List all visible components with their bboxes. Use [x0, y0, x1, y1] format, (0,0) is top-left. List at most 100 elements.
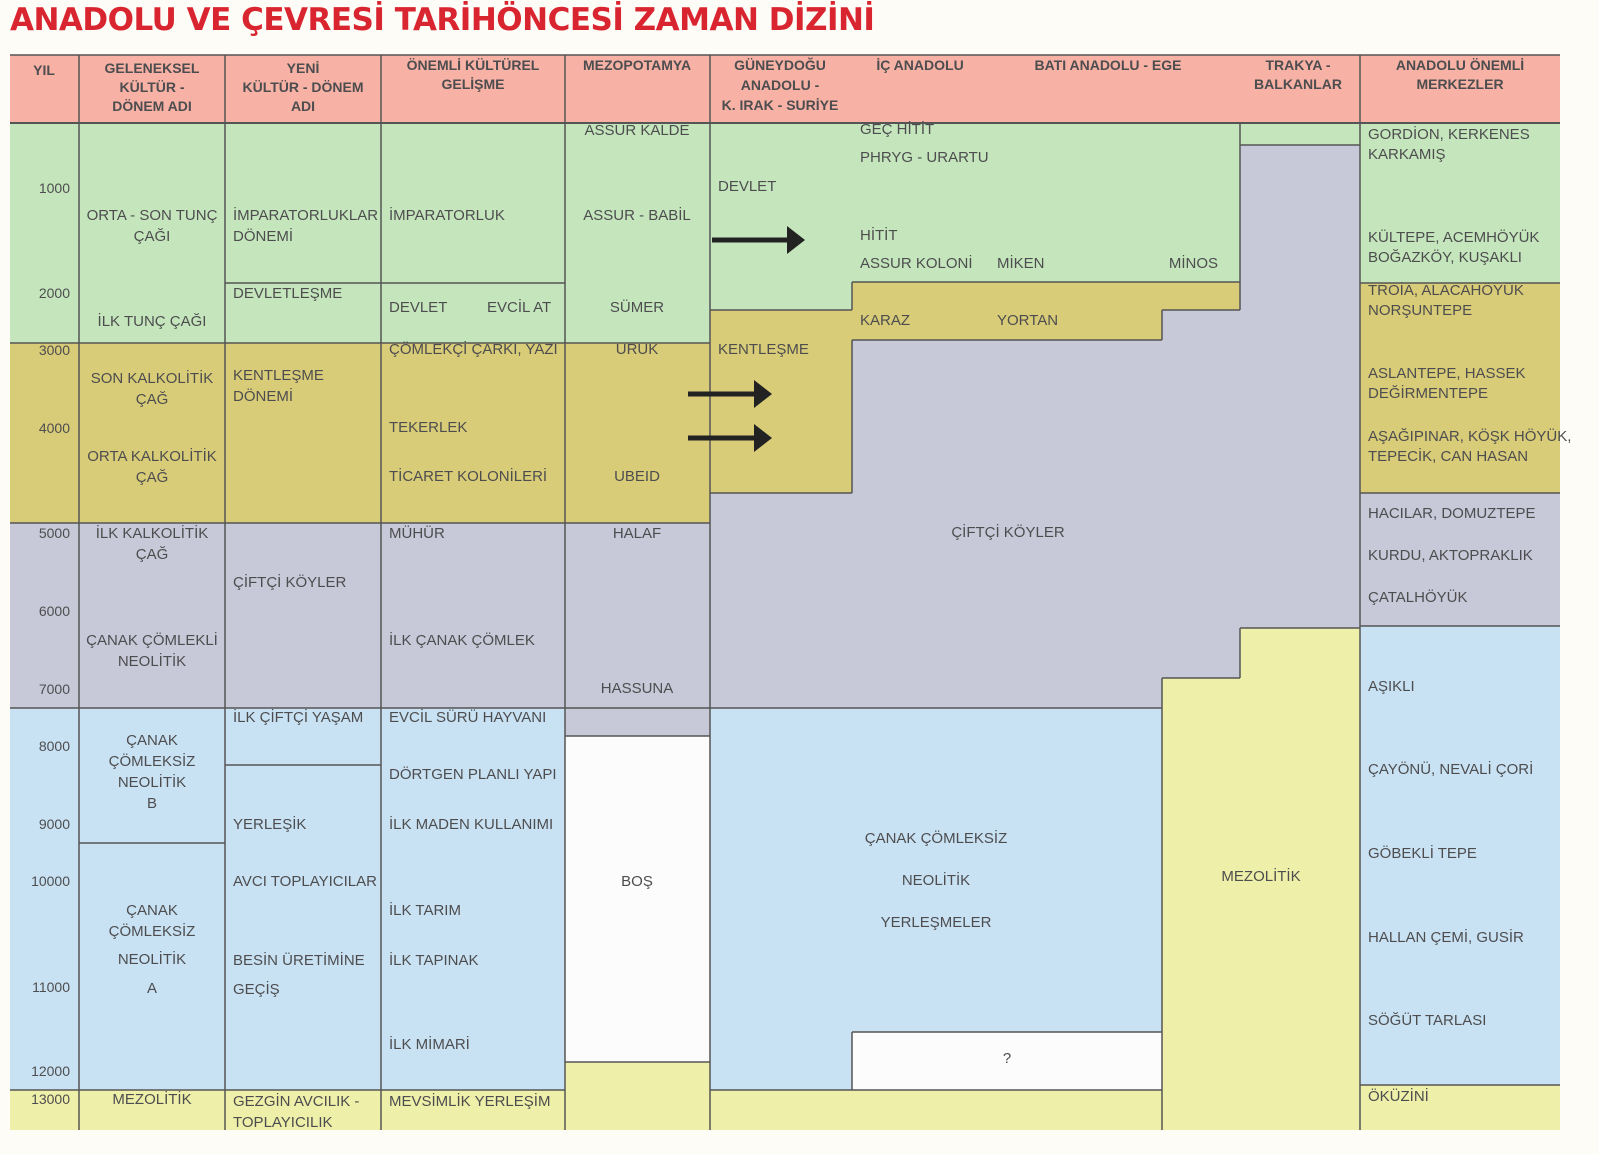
mezopotamya-assur-kalde: ASSUR KALDE — [584, 122, 689, 139]
merkez-cayonu: ÇAYÖNÜ, NEVALİ ÇORİ — [1368, 760, 1533, 778]
arrow-head-icon — [787, 226, 805, 254]
region-yellow-bottom — [710, 1090, 1162, 1130]
header-mezopotamya: MEZOPOTAMYA — [583, 57, 691, 73]
merkez-gobekli: GÖBEKLİ TEPE — [1368, 844, 1477, 862]
year-label: 1000 — [39, 180, 70, 196]
mezopotamya-bos: BOŞ — [621, 873, 653, 890]
merkez-okuzini: ÖKÜZİNİ — [1368, 1087, 1429, 1105]
band-blue-left — [10, 708, 565, 1090]
geleneksel-ilk-tunc: İLK TUNÇ ÇAĞI — [98, 312, 207, 330]
region-kentlesme: KENTLEŞME — [718, 341, 809, 358]
region-olive — [710, 282, 1240, 493]
region-devlet: DEVLET — [718, 178, 776, 195]
onemli-ilk-tapinak: İLK TAPINAK — [389, 951, 478, 969]
onemli-imparatorluk: İMPARATORLUK — [389, 206, 505, 224]
merkez-asikli: AŞIKLI — [1368, 678, 1415, 695]
year-label: 6000 — [39, 603, 70, 619]
trakya-yellow-top — [1240, 308, 1360, 628]
arrow-head-icon — [754, 380, 772, 408]
region-mezolitik: MEZOLİTİK — [1221, 867, 1300, 885]
arrow-head-icon — [754, 424, 772, 452]
merkez-hallan: HALLAN ÇEMİ, GUSİR — [1368, 928, 1524, 946]
region-karaz: KARAZ — [860, 312, 910, 329]
onemli-muhur: MÜHÜR — [389, 524, 445, 542]
merkezler-gray — [1360, 493, 1560, 626]
region-neolitik: NEOLİTİK — [902, 871, 970, 889]
year-label: 5000 — [39, 525, 70, 541]
year-label: 13000 — [31, 1091, 70, 1107]
merkez-hacilar: HACILAR, DOMUZTEPE — [1368, 505, 1536, 522]
mezopotamya-yellow — [565, 1062, 710, 1130]
mezopotamya-assur-babil: ASSUR - BABİL — [583, 206, 691, 224]
region-ciftci-koyler: ÇİFTÇİ KÖYLER — [951, 523, 1065, 541]
yeni-ciftci-koyler: ÇİFTÇİ KÖYLER — [233, 573, 347, 591]
year-label: 7000 — [39, 681, 70, 697]
yeni-ilk-ciftci: İLK ÇİFTÇİ YAŞAM — [233, 708, 363, 726]
region-minos: MİNOS — [1169, 254, 1218, 272]
yeni-devletlesme: DEVLETLEŞME — [233, 285, 342, 302]
band-green-left — [10, 123, 710, 343]
mezopotamya-sumer: SÜMER — [610, 298, 664, 316]
geleneksel-mezolitik: MEZOLİTİK — [112, 1090, 191, 1108]
onemli-ilk-tarim: İLK TARIM — [389, 901, 461, 919]
onemli-ilk-maden: İLK MADEN KULLANIMI — [389, 815, 553, 833]
mezopotamya-gray-ext — [565, 708, 710, 736]
mezopotamya-ubeid: UBEID — [614, 468, 660, 485]
mezopotamya-bos — [565, 736, 710, 1062]
region-yerlesmeler: YERLEŞMELER — [881, 914, 992, 931]
merkezler-olive — [1360, 283, 1560, 493]
region-miken: MİKEN — [997, 254, 1045, 272]
region-blue — [710, 708, 1162, 1090]
onemli-evcil-at: EVCİL AT — [487, 298, 551, 316]
onemli-dortgen: DÖRTGEN PLANLI YAPI — [389, 765, 557, 783]
year-label: 3000 — [39, 342, 70, 358]
merkez-kurdu: KURDU, AKTOPRAKLIK — [1368, 547, 1533, 564]
onemli-ilk-canak: İLK ÇANAK ÇÖMLEK — [389, 631, 535, 649]
region-canak-comleksiz: ÇANAK ÇÖMLEKSİZ — [865, 829, 1008, 847]
header-yil: YIL — [33, 62, 55, 78]
year-label: 10000 — [31, 873, 70, 889]
year-label: 9000 — [39, 816, 70, 832]
merkez-sogut: SÖĞÜT TARLASI — [1368, 1011, 1486, 1029]
mezopotamya-uruk: URUK — [616, 341, 659, 358]
yeni-avci: AVCI TOPLAYICILAR — [233, 873, 377, 890]
onemli-mevsimlik: MEVSİMLİK YERLEŞİM — [389, 1092, 550, 1110]
onemli-ticaret: TİCARET KOLONİLERİ — [389, 467, 547, 485]
mezopotamya-hassuna: HASSUNA — [601, 680, 674, 697]
band-olive-left — [10, 343, 710, 523]
merkez-catalhoyuk: ÇATALHÖYÜK — [1368, 588, 1467, 606]
region-yortan: YORTAN — [997, 312, 1058, 329]
page-title: ANADOLU VE ÇEVRESİ TARİHÖNCESİ ZAMAN DİZ… — [10, 2, 875, 38]
header-trakya: TRAKYA -BALKANLAR — [1254, 57, 1342, 92]
region-hitit: HİTİT — [860, 226, 898, 244]
region-assur-koloni: ASSUR KOLONİ — [860, 254, 973, 272]
merkezler-green — [1360, 123, 1560, 283]
year-label: 2000 — [39, 285, 70, 301]
onemli-tekerlek: TEKERLEK — [389, 419, 467, 436]
merkezler-blue — [1360, 626, 1560, 1085]
region-unknown: ? — [1003, 1050, 1011, 1067]
yeni-gezgin: GEZGİN AVCILIK -TOPLAYICILIK — [233, 1092, 359, 1131]
region-phryg: PHRYG - URARTU — [860, 149, 989, 166]
region-green — [710, 123, 1360, 310]
onemli-comlekci: ÇÖMLEKÇİ ÇARKI, YAZI — [389, 340, 558, 358]
